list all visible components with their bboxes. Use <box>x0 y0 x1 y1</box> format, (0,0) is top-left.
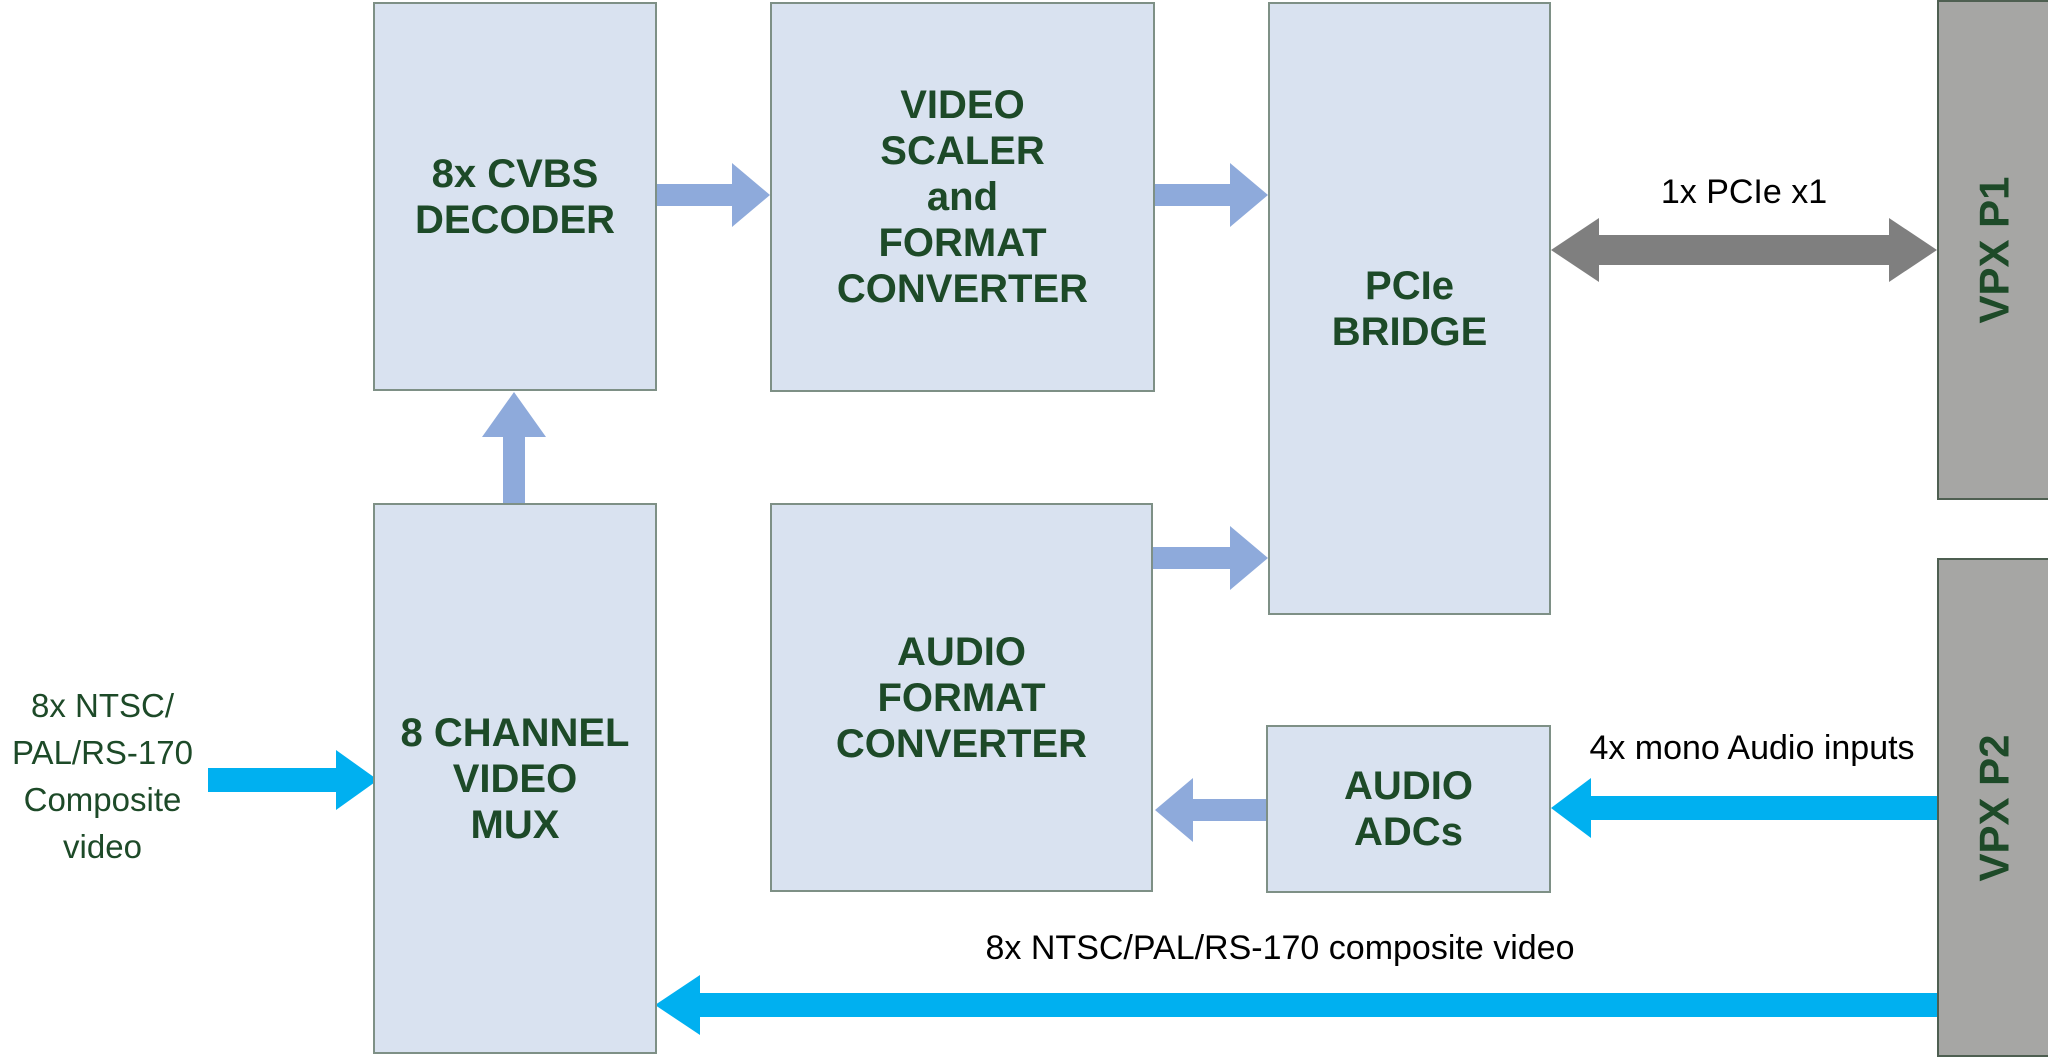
scaler-to-bridge-arrow <box>1155 163 1268 227</box>
block-label-line: and <box>926 175 999 219</box>
audio-adcs-label: AUDIO ADCs <box>1344 763 1473 855</box>
block-label-line: VIDEO <box>900 83 1025 127</box>
block-label-line: CONVERTER <box>835 721 1088 766</box>
video-scaler-block: VIDEO SCALER and FORMAT CONVERTER <box>770 2 1155 392</box>
vpxp2-to-adcs-arrow <box>1551 778 1942 838</box>
input-video-label: 8x NTSC/ PAL/RS-170 Composite video <box>0 682 205 870</box>
audio-format-converter-label: AUDIO FORMAT CONVERTER <box>836 629 1087 767</box>
block-label-line: BRIDGE <box>1331 309 1488 354</box>
audio-adcs-block: AUDIO ADCs <box>1266 725 1551 893</box>
pcie-link-label: 1x PCIe x1 <box>1660 173 1828 211</box>
bridge-vpxp1-pcie-arrow <box>1551 218 1937 282</box>
block-label-line: AUDIO <box>897 629 1026 674</box>
adcs-to-afc-arrow <box>1155 778 1267 842</box>
mux-to-cvbs-arrow <box>482 392 546 503</box>
audio-format-converter-block: AUDIO FORMAT CONVERTER <box>770 503 1153 892</box>
vpxp2-to-mux-arrow <box>655 975 1942 1035</box>
input-video-label-line: 8x NTSC/ <box>30 687 175 724</box>
pcie-bridge-label: PCIe BRIDGE <box>1332 263 1488 355</box>
block-label-line: FORMAT <box>878 221 1047 265</box>
block-label-line: DECODER <box>414 197 616 242</box>
input-video-label-line: PAL/RS-170 <box>12 734 193 771</box>
block-label-line: VIDEO <box>452 756 578 801</box>
audio-inputs-label: 4x mono Audio inputs <box>1589 729 1915 767</box>
cvbs-to-scaler-arrow <box>657 163 770 227</box>
vpx-p1-label: VPX P1 <box>1970 176 2018 324</box>
block-label-line: ADCs <box>1354 810 1463 854</box>
cvbs-decoder-block: 8x CVBS DECODER <box>373 2 657 391</box>
block-label-line: PCIe <box>1365 263 1454 308</box>
block-label-line: MUX <box>470 802 560 847</box>
input-video-label-line: video <box>63 828 142 865</box>
video-scaler-label: VIDEO SCALER and FORMAT CONVERTER <box>837 82 1088 312</box>
vpx-p2-label: VPX P2 <box>1970 733 2018 882</box>
block-label-line: SCALER <box>880 129 1045 173</box>
composite-out-label: 8x NTSC/PAL/RS-170 composite video <box>985 929 1575 967</box>
block-label-line: CONVERTER <box>836 267 1089 311</box>
block-label-line: 8x CVBS <box>431 151 599 196</box>
pcie-bridge-block: PCIe BRIDGE <box>1268 2 1551 615</box>
vpx-p1-connector: VPX P1 <box>1937 0 2048 500</box>
vpx-p2-connector: VPX P2 <box>1937 558 2048 1057</box>
video-mux-block: 8 CHANNEL VIDEO MUX <box>373 503 657 1054</box>
afc-to-bridge-arrow <box>1153 526 1268 590</box>
block-label-line: 8 CHANNEL <box>400 710 630 755</box>
block-label-line: FORMAT <box>877 675 1046 720</box>
input-video-label-line: Composite <box>23 781 182 818</box>
cvbs-decoder-label: 8x CVBS DECODER <box>415 151 615 243</box>
video-mux-label: 8 CHANNEL VIDEO MUX <box>401 710 630 848</box>
block-label-line: AUDIO <box>1344 764 1473 808</box>
input-to-mux-arrow <box>208 750 378 810</box>
